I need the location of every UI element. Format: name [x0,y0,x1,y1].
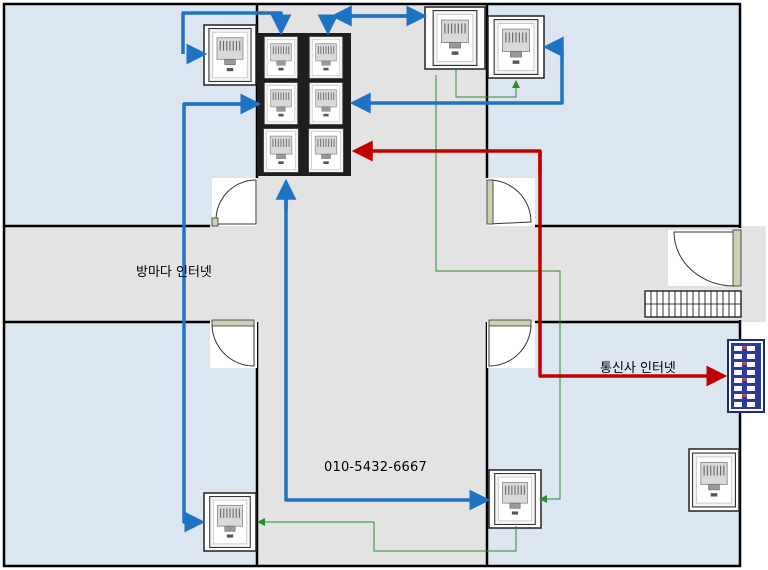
ethernet-jack-icon [424,6,486,70]
ethernet-jack-icon [688,448,740,512]
central-jack-block [257,33,351,176]
room-link-arrows [181,5,564,533]
door-swing-icon [668,229,742,287]
door-swing-icon [487,319,535,368]
doors [210,178,742,368]
door-swing-icon [486,178,535,226]
label-room-internet: 방마다 인터넷 [136,265,212,280]
door-swing-icon [211,178,257,227]
hallway-horizontal [4,226,740,322]
door-swing-icon [210,319,257,368]
ethernet-jack-icon [203,24,257,86]
label-phone-number: 010-5432-6667 [324,460,427,475]
radiator-icon [644,290,742,318]
label-isp-internet: 통신사 인터넷 [600,361,676,376]
entrance-area [740,226,766,322]
phone-line [257,69,561,552]
ethernet-jack-icon [203,492,257,552]
isp-link-arrow [351,140,728,387]
ethernet-jack-icon [488,469,542,529]
ethernet-jack-icon [487,15,545,79]
patch-panel-icon [727,339,765,413]
